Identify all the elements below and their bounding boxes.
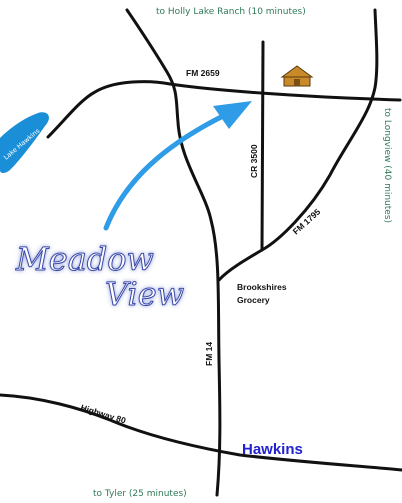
road-cr3500 — [260, 40, 265, 252]
road-label-highway-80: Highway 80 — [79, 402, 127, 425]
brand-line-2: View — [105, 275, 184, 313]
town-label-hawkins: Hawkins — [242, 441, 303, 458]
destination-north: to Holly Lake Ranch (10 minutes) — [156, 7, 306, 17]
road-east-north — [217, 8, 379, 282]
road-label-fm2659: FM 2659 — [186, 68, 220, 78]
road-north — [125, 8, 222, 497]
direction-arrow-head — [213, 101, 252, 129]
house-door — [294, 79, 300, 86]
road-highway-80 — [0, 393, 402, 472]
lake-hawkins — [0, 112, 49, 173]
grocery-label-line1: Brookshires — [237, 282, 287, 292]
brand-line-1: Meadow — [15, 240, 154, 278]
destination-east: to Longview (40 minutes) — [382, 108, 392, 223]
house-roof — [280, 65, 314, 78]
house-icon — [280, 65, 314, 87]
direction-arrow-shaft — [103, 112, 228, 231]
road-fm2659 — [46, 80, 402, 139]
destination-south: to Tyler (25 minutes) — [93, 489, 187, 499]
road-label-fm14: FM 14 — [204, 342, 214, 366]
grocery-label-line2: Grocery — [237, 295, 270, 305]
road-label-cr3500: CR 3500 — [249, 144, 259, 178]
